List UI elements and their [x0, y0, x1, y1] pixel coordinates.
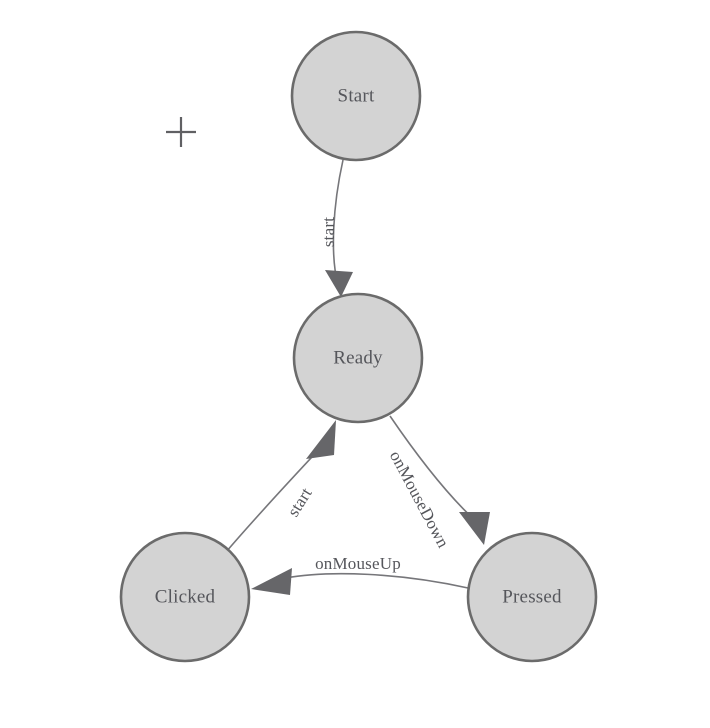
edge-start-to-ready[interactable]: start	[319, 159, 353, 297]
state-node-shape[interactable]	[466, 531, 598, 663]
arrowhead-icon	[251, 568, 292, 595]
state-node-ready[interactable]: Ready	[292, 292, 424, 424]
edge-pressed-to-clicked[interactable]: onMouseUp	[251, 554, 469, 595]
state-node-pressed[interactable]: Pressed	[466, 531, 598, 663]
state-node-label: Pressed	[502, 586, 562, 607]
edge-label-ready-to-pressed: onMouseDown	[386, 448, 453, 552]
state-node-shape[interactable]	[292, 292, 424, 424]
arrowhead-icon	[306, 420, 336, 459]
arrowhead-icon	[325, 270, 353, 297]
state-node-shape[interactable]	[119, 531, 251, 663]
edge-line	[284, 572, 469, 589]
edge-label-start-to-ready: start	[319, 217, 338, 247]
edge-clicked-to-ready[interactable]: start	[225, 420, 336, 553]
state-node-label: Start	[338, 85, 375, 106]
state-node-label: Clicked	[155, 586, 216, 607]
edge-label-clicked-to-ready: start	[284, 484, 316, 520]
state-node-shape[interactable]	[290, 30, 422, 162]
edge-label-pressed-to-clicked: onMouseUp	[315, 554, 401, 573]
state-node-label: Ready	[333, 347, 383, 368]
edge-ready-to-pressed[interactable]: onMouseDown	[386, 415, 490, 552]
plus-marker-icon	[166, 117, 196, 147]
state-node-start[interactable]: Start	[290, 30, 422, 162]
state-node-clicked[interactable]: Clicked	[119, 531, 251, 663]
arrowhead-icon	[459, 512, 490, 545]
